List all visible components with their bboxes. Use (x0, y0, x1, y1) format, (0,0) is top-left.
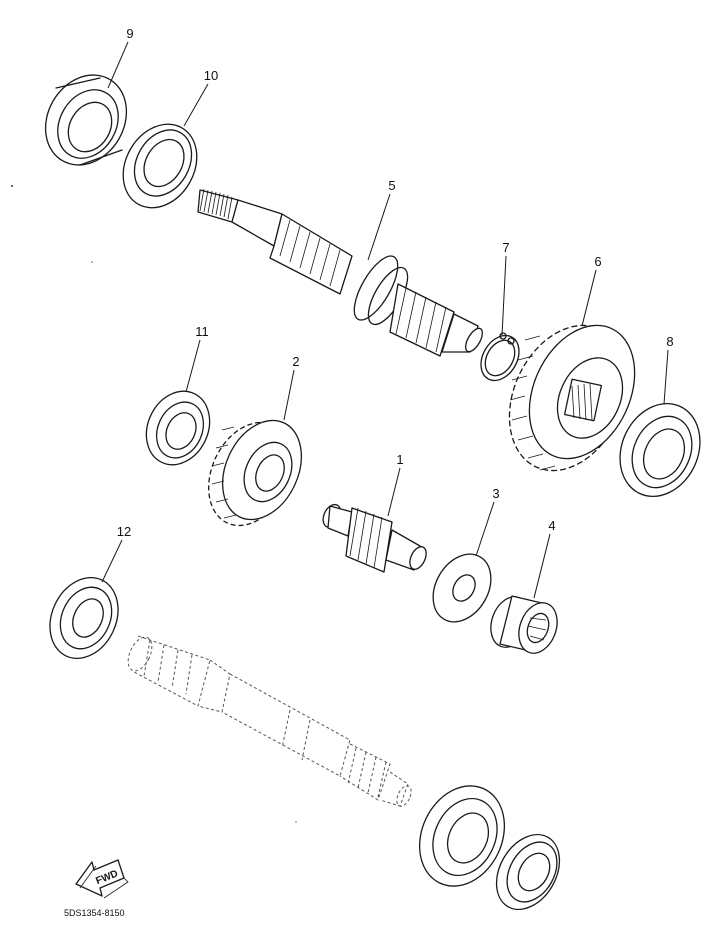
ghost-drive-shaft (127, 635, 412, 807)
part-8-bearing (619, 402, 701, 498)
drawing-code: 5DS1354-8150 (64, 908, 125, 918)
part-9-bearing (44, 74, 128, 166)
part-3-washer (432, 553, 492, 623)
part-6-large-gear (508, 324, 636, 472)
part-2-gear (208, 419, 302, 527)
callout-2: 2 (292, 354, 299, 369)
callout-1: 1 (396, 452, 403, 467)
part-10-oil-seal (122, 123, 198, 209)
leader-lines (101, 41, 669, 599)
part-1-pinion-gear (322, 503, 427, 573)
lower-bearing (418, 785, 506, 887)
part-11-bearing (145, 390, 211, 466)
part-7-circlip (480, 332, 520, 382)
callout-12: 12 (117, 524, 131, 539)
callout-5: 5 (388, 178, 395, 193)
callout-8: 8 (666, 334, 673, 349)
callout-4: 4 (548, 518, 555, 533)
part-12-bearing (49, 576, 119, 660)
callout-6: 6 (594, 254, 601, 269)
scan-specks (11, 185, 297, 823)
fwd-arrow-icon: FWD (75, 859, 129, 899)
part-4-needle-bearing (490, 595, 558, 654)
callout-11: 11 (195, 324, 209, 339)
callout-labels: 9 10 5 7 6 8 11 2 1 3 4 12 (117, 26, 674, 539)
callout-10: 10 (204, 68, 218, 83)
callout-9: 9 (126, 26, 133, 41)
lower-oil-seal (495, 833, 561, 911)
callout-7: 7 (502, 240, 509, 255)
part-5-main-shaft (197, 188, 483, 357)
callout-3: 3 (492, 486, 499, 501)
